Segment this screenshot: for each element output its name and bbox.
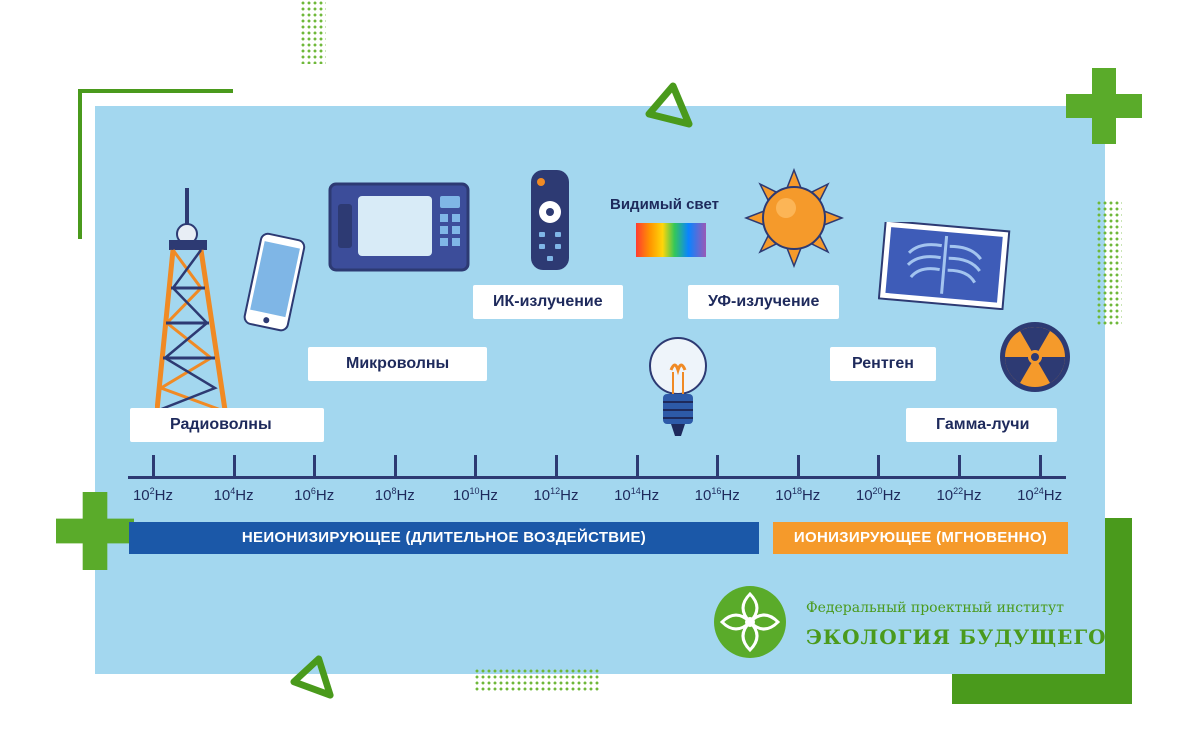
xray-image-icon bbox=[878, 222, 1011, 310]
axis-tick-label: 1014Hz bbox=[614, 486, 660, 504]
axis-tick bbox=[393, 455, 397, 477]
axis-tick bbox=[313, 455, 317, 477]
label-visible-light: Видимый свет bbox=[610, 196, 719, 213]
axis-tick-label: 1022Hz bbox=[936, 486, 982, 504]
axis-tick-label: 1018Hz bbox=[775, 486, 821, 504]
axis-tick bbox=[474, 455, 478, 477]
radiation-icon bbox=[1000, 322, 1070, 392]
rainbow-spectrum-icon bbox=[636, 223, 706, 257]
label-gamma-rays: Гамма-лучи bbox=[906, 408, 1058, 442]
axis-tick-label: 1016Hz bbox=[694, 486, 740, 504]
plus-icon-top-right bbox=[1066, 68, 1142, 144]
axis-tick bbox=[232, 455, 236, 477]
label-microwaves: Микроволны bbox=[308, 347, 488, 381]
axis-tick bbox=[958, 455, 961, 477]
ecology-logo-icon bbox=[714, 586, 786, 658]
spectrum-panel bbox=[95, 106, 1105, 674]
label-radio-waves: Радиоволны bbox=[130, 408, 324, 442]
label-xray: Рентген bbox=[830, 347, 936, 381]
frame-line-left bbox=[78, 89, 82, 239]
axis-tick-label: 108Hz bbox=[374, 486, 415, 504]
axis-tick bbox=[555, 455, 558, 477]
dots-top bbox=[300, 0, 326, 64]
axis-tick bbox=[877, 455, 881, 477]
frame-line-top-left bbox=[78, 89, 233, 93]
microwave-icon bbox=[328, 182, 470, 272]
axis-tick-label: 1024Hz bbox=[1017, 486, 1063, 504]
axis-tick-label: 106Hz bbox=[294, 486, 335, 504]
axis-tick bbox=[152, 455, 155, 477]
axis-tick bbox=[716, 455, 720, 477]
axis-tick-label: 104Hz bbox=[213, 486, 254, 504]
sun-icon bbox=[744, 168, 844, 268]
triangle-icon-bottom bbox=[290, 655, 334, 699]
label-ultraviolet: УФ-излучение bbox=[688, 285, 840, 319]
non-ionizing-bar: НЕИОНИЗИРУЮЩЕЕ (ДЛИТЕЛЬНОЕ ВОЗДЕЙСТВИЕ) bbox=[129, 522, 759, 554]
axis-tick-label: 102Hz bbox=[132, 486, 174, 504]
logo-title: ЭКОЛОГИЯ БУДУЩЕГО bbox=[806, 625, 1107, 649]
logo-subtitle: Федеральный проектный институт bbox=[806, 600, 1064, 616]
frequency-axis bbox=[128, 476, 1066, 479]
axis-tick bbox=[796, 455, 800, 477]
light-bulb-icon bbox=[649, 337, 707, 436]
radio-tower-icon bbox=[155, 188, 228, 410]
axis-tick-label: 1012Hz bbox=[533, 486, 579, 504]
label-infrared: ИК-излучение bbox=[473, 285, 623, 319]
axis-tick bbox=[1038, 455, 1042, 477]
dots-right bbox=[1096, 200, 1122, 326]
triangle-icon-top bbox=[645, 82, 693, 128]
dots-bottom bbox=[474, 668, 600, 692]
plus-icon-bottom-left bbox=[56, 492, 134, 570]
axis-tick bbox=[635, 455, 639, 477]
axis-tick-label: 1010Hz bbox=[452, 486, 498, 504]
axis-tick-label: 1020Hz bbox=[855, 486, 901, 504]
remote-control-icon bbox=[531, 170, 569, 270]
smartphone-icon bbox=[243, 232, 306, 332]
ionizing-bar: ИОНИЗИРУЮЩЕЕ (МГНОВЕННО) bbox=[773, 522, 1068, 554]
